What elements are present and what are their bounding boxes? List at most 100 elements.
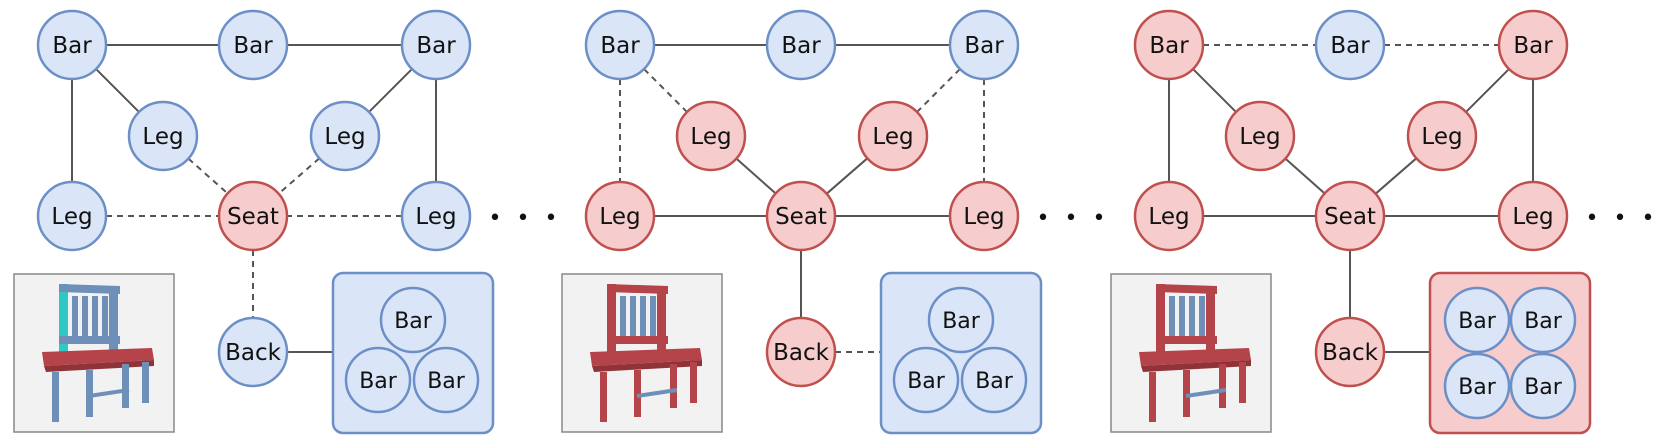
leg-node-label: Leg bbox=[142, 124, 183, 150]
leg-node: Leg bbox=[1224, 100, 1296, 172]
seat-node: Seat bbox=[1314, 180, 1386, 252]
bar-node-label: Bar bbox=[416, 33, 456, 59]
bar-node: Bar bbox=[1314, 9, 1386, 81]
leg-node: Leg bbox=[36, 180, 108, 252]
chair-back-post bbox=[1156, 284, 1165, 354]
bar-node-label: Bar bbox=[1330, 33, 1370, 59]
chair-leg bbox=[1239, 362, 1246, 403]
chair-leg bbox=[1149, 372, 1156, 422]
leg-node-circle bbox=[675, 100, 747, 172]
seat-node: Seat bbox=[765, 180, 837, 252]
group-bar-node-circle bbox=[892, 346, 960, 414]
chair-seat-edge bbox=[1141, 360, 1251, 372]
leg-node-circle bbox=[127, 100, 199, 172]
group-bar-node-label: Bar bbox=[1458, 309, 1497, 334]
leg-node: Leg bbox=[1406, 100, 1478, 172]
group-bar-node-label: Bar bbox=[907, 369, 946, 394]
group-bar-node: Bar bbox=[1443, 352, 1511, 420]
group-bar-node: Bar bbox=[1509, 286, 1577, 354]
bar-node-circle bbox=[36, 9, 108, 81]
chair-slat bbox=[102, 296, 108, 340]
leg-node: Leg bbox=[400, 180, 472, 252]
group-bar-node-circle bbox=[1443, 352, 1511, 420]
back-node: Back bbox=[217, 316, 289, 388]
chair-stretcher bbox=[636, 388, 678, 398]
chair-slat bbox=[1199, 296, 1205, 340]
back-node-label: Back bbox=[225, 340, 282, 366]
ellipsis-separator: • • • bbox=[489, 206, 562, 231]
edge-bar3-legB bbox=[916, 68, 961, 113]
bar-node-label: Bar bbox=[600, 33, 640, 59]
group-bar-node-circle bbox=[379, 286, 447, 354]
edge-bar3-legB bbox=[368, 68, 413, 113]
edge-legB-seat bbox=[278, 157, 320, 195]
bar-node-circle bbox=[1133, 9, 1205, 81]
chair-stretcher bbox=[1185, 388, 1227, 398]
edge-bar1-legA bbox=[95, 68, 140, 113]
group-bar-node-circle bbox=[1443, 286, 1511, 354]
edge-legA-seat bbox=[735, 157, 777, 195]
bar-node-circle bbox=[1497, 9, 1569, 81]
chair-leg bbox=[634, 370, 641, 417]
bar-node-label: Bar bbox=[781, 33, 821, 59]
chair-top-rail bbox=[607, 284, 668, 294]
chair-leg bbox=[142, 362, 149, 403]
leg-node-circle bbox=[857, 100, 929, 172]
bar-node-circle bbox=[217, 9, 289, 81]
chair-back-post bbox=[607, 284, 616, 354]
chair-leg bbox=[122, 364, 129, 408]
group-bar-node-circle bbox=[344, 346, 412, 414]
chair-seat bbox=[1139, 348, 1251, 366]
seat-node: Seat bbox=[217, 180, 289, 252]
seat-node-label: Seat bbox=[227, 204, 279, 230]
leg-node-circle bbox=[584, 180, 656, 252]
chair-slat bbox=[620, 296, 626, 340]
back-node-circle bbox=[217, 316, 289, 388]
chair-back-post bbox=[657, 286, 666, 354]
edge-legB-seat bbox=[826, 157, 868, 195]
seat-node-label: Seat bbox=[775, 204, 827, 230]
bar-node: Bar bbox=[400, 9, 472, 81]
group-bar-node: Bar bbox=[1509, 352, 1577, 420]
group-bar-node: Bar bbox=[379, 286, 447, 354]
group-bar-node: Bar bbox=[960, 346, 1028, 414]
leg-node-circle bbox=[1497, 180, 1569, 252]
chair-top-rail bbox=[59, 284, 120, 294]
chair-slat bbox=[650, 296, 656, 340]
chair-back-post bbox=[109, 286, 118, 354]
leg-node-circle bbox=[948, 180, 1020, 252]
chair-leg bbox=[1183, 370, 1190, 417]
leg-node: Leg bbox=[584, 180, 656, 252]
chair-seat-edge bbox=[44, 360, 154, 372]
leg-node-label: Leg bbox=[324, 124, 365, 150]
chair-leg bbox=[52, 372, 59, 422]
group-bar-node: Bar bbox=[927, 286, 995, 354]
bar-node: Bar bbox=[765, 9, 837, 81]
chair-slat bbox=[630, 296, 636, 340]
bar-node: Bar bbox=[584, 9, 656, 81]
chair-leg bbox=[86, 370, 93, 417]
leg-node-circle bbox=[309, 100, 381, 172]
group-bar-node-circle bbox=[1509, 352, 1577, 420]
bar-node-circle bbox=[765, 9, 837, 81]
seat-node-circle bbox=[765, 180, 837, 252]
group-bar-node-circle bbox=[1509, 286, 1577, 354]
leg-node-label: Leg bbox=[872, 124, 913, 150]
chair-render-thumbnail bbox=[13, 273, 175, 433]
ellipsis-separator: • • • bbox=[1037, 206, 1110, 231]
bar-node: Bar bbox=[36, 9, 108, 81]
group-bar-node: Bar bbox=[344, 346, 412, 414]
chair-slat bbox=[72, 296, 78, 340]
chair-back-rail bbox=[607, 336, 668, 344]
chair-slat bbox=[92, 296, 98, 340]
seat-node-circle bbox=[1314, 180, 1386, 252]
group-bar-node-label: Bar bbox=[1458, 375, 1497, 400]
leg-node-label: Leg bbox=[415, 204, 456, 230]
group-bar-node-circle bbox=[960, 346, 1028, 414]
